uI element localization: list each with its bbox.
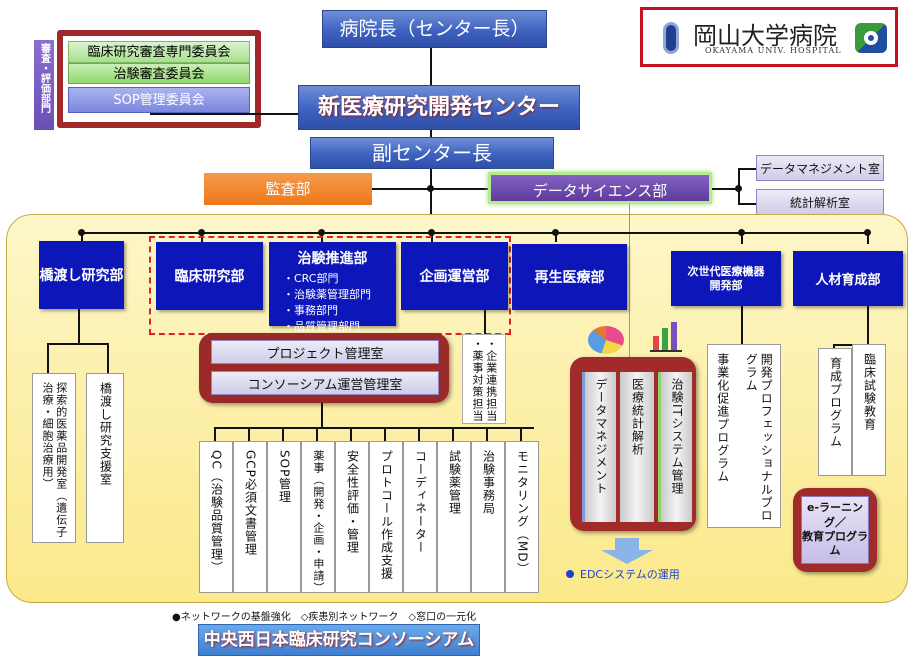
- ds-unit-datamanagement: データマネジメント室: [756, 155, 884, 181]
- hr-unit-program: 育成プログラム: [818, 348, 852, 476]
- nextgen-unit-professional: 開発プロフェッショナルプログラム: [744, 353, 774, 522]
- nextgen-units-frame: 事業化促進プログラム 開発プロフェッショナルプログラム: [707, 344, 781, 528]
- review-item-trial: 治験審査委員会: [68, 63, 250, 84]
- trial-unit-regulatory: 薬事（開発・企画・申請）: [301, 441, 335, 594]
- nextgen-unit-commercial: 事業化促進プログラム: [715, 353, 730, 483]
- office-project: プロジェクト管理室: [211, 340, 439, 364]
- data-unit-stats: 医療統計解析: [620, 372, 654, 522]
- trial-unit-coordinator: コーディネーター: [403, 441, 437, 593]
- trial-unit-sop: SOP管理: [267, 441, 301, 593]
- dept-regen: 再生医療部: [512, 244, 627, 310]
- hospital-mark-icon: [855, 23, 887, 53]
- trial-unit-secretariat: 治験事務局: [471, 441, 505, 593]
- trial-unit-protocol: プロトコール作成支援: [369, 441, 403, 593]
- datascience-box: データサイエンス部: [488, 172, 712, 204]
- hr-unit-education: 臨床試験教育: [852, 344, 886, 476]
- dept-clinical: 臨床研究部: [156, 242, 263, 310]
- dept-trial: 治験推進部 ・CRC部門 ・治験薬管理部門 ・事務部門 ・品質管理部門: [269, 242, 396, 333]
- planning-roles: ・企業連携担当 ・薬事対策担当: [462, 334, 506, 424]
- center-banner: 新医療研究開発センター: [298, 85, 580, 130]
- bar-chart-icon: [650, 320, 682, 352]
- office-consortium: コンソーシアム運営管理室: [211, 371, 439, 395]
- hospital-logo: 岡山大学病院 OKAYAMA UNIV. HOSPITAL: [640, 7, 898, 67]
- consortium-banner: 中央西日本臨床研究コンソーシアム: [198, 624, 480, 656]
- review-committee-frame: 臨床研究審査専門委員会 治験審査委員会 SOP管理委員会: [57, 30, 261, 128]
- dept-planning: 企画運営部: [401, 242, 508, 310]
- pie-chart-icon: [588, 326, 624, 354]
- review-section-label: 審査・評価部門: [34, 40, 54, 130]
- audit-box: 監査部: [204, 173, 372, 205]
- logo-emblem-icon: [663, 22, 679, 54]
- data-unit-it: 治験ITシステム管理: [658, 372, 692, 522]
- bridge-unit-exploratory: 探索的医薬品開発室（遺伝子治療・細胞治療用）: [32, 373, 76, 543]
- director-box: 病院長（センター長）: [322, 10, 547, 48]
- vice-director-box: 副センター長: [310, 137, 554, 169]
- dept-bridge: 橋渡し研究部: [39, 241, 124, 309]
- trial-unit-monitoring: モニタリング（MD）: [505, 441, 539, 593]
- trial-unit-safety: 安全性評価・管理: [335, 441, 369, 593]
- ds-unit-statistics: 統計解析室: [756, 189, 884, 215]
- trial-unit-qc: QC（治験品質管理）: [199, 441, 233, 593]
- logo-name: 岡山大学病院: [693, 22, 837, 50]
- network-line: ●ネットワークの基盤強化 ◇疾患別ネットワーク ◇窓口の一元化: [172, 612, 477, 623]
- trial-unit-gcp: GCP必須文書管理: [233, 441, 267, 593]
- dept-hr: 人材育成部: [793, 251, 903, 306]
- data-unit-dm: データマネジメント: [582, 372, 616, 522]
- edc-bullet-icon: [566, 570, 574, 578]
- dept-nextgen: 次世代医療機器 開発部: [671, 251, 781, 306]
- logo-sub: OKAYAMA UNIV. HOSPITAL: [705, 46, 842, 55]
- elearning-box: e-ラーニング／ 教育プログラム: [801, 496, 869, 564]
- review-item-clinical: 臨床研究審査専門委員会: [68, 41, 250, 63]
- trial-unit-drug: 試験薬管理: [437, 441, 471, 593]
- review-item-sop: SOP管理委員会: [68, 87, 250, 113]
- elearning-frame: e-ラーニング／ 教育プログラム: [793, 488, 877, 572]
- edc-label: EDCシステムの運用: [580, 568, 680, 581]
- bridge-unit-support: 橋渡し研究支援室: [86, 373, 124, 543]
- down-arrow-icon: [615, 538, 639, 550]
- down-arrow-head: [601, 550, 653, 564]
